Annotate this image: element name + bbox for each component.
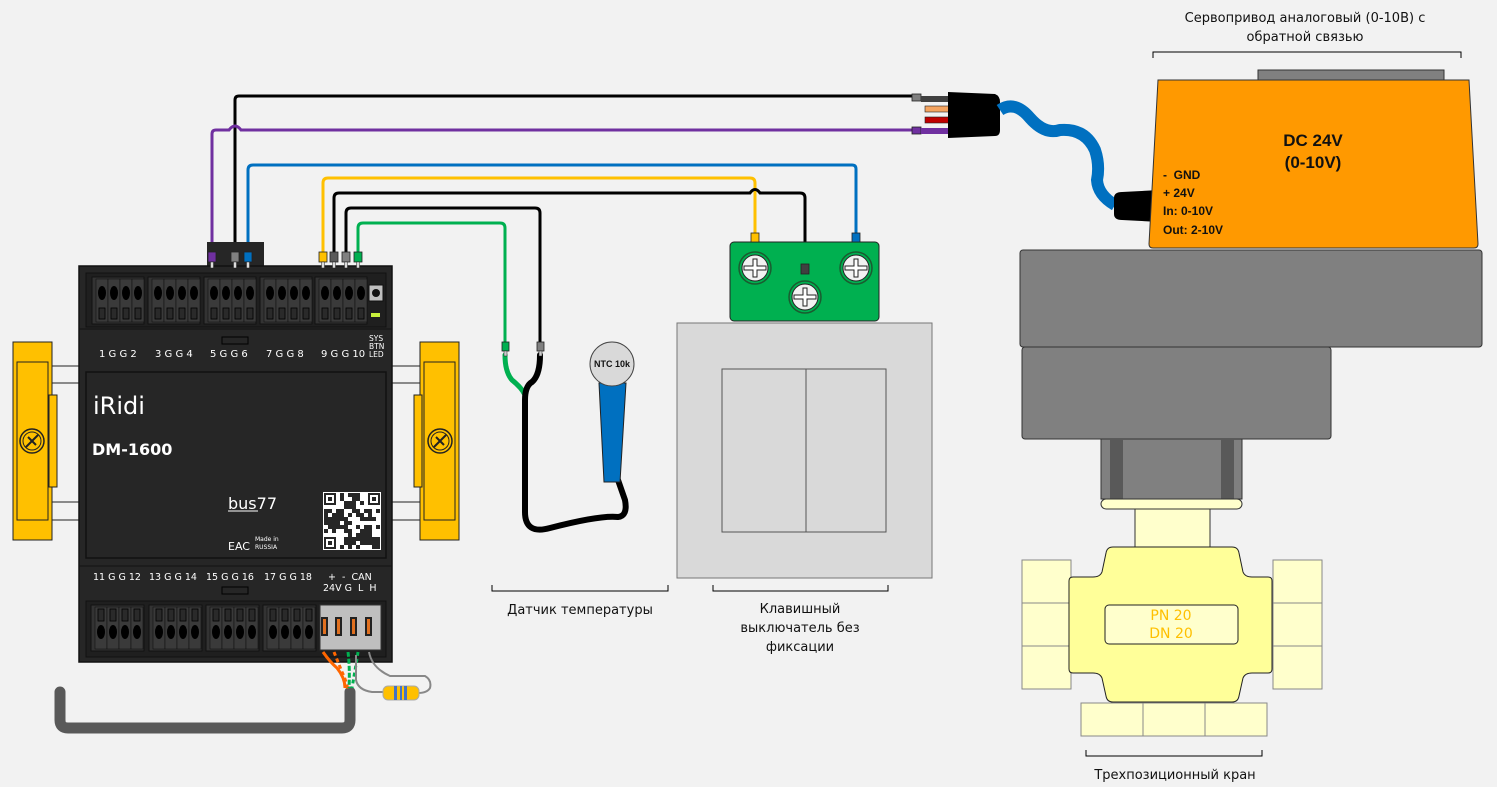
bottom-terminal-label: 17 G G 18 xyxy=(264,572,312,583)
wire-yellow-switch xyxy=(321,176,757,255)
terminal-block[interactable] xyxy=(205,604,260,652)
wire-purple-actuator-in xyxy=(210,124,915,255)
power-label-bottom: 24V G L H xyxy=(323,583,376,594)
switch-ferrules xyxy=(750,232,861,275)
switch-caption-line1: Клавишный xyxy=(760,602,841,617)
termination-resistor-icon xyxy=(382,685,420,701)
wall-switch xyxy=(676,322,933,579)
hex-nut xyxy=(1021,559,1072,604)
status-label-sys: SYS xyxy=(369,334,383,343)
actuator-pin-24v: + 24V xyxy=(1163,186,1195,200)
terminal-block[interactable] xyxy=(262,604,317,652)
switch-bracket xyxy=(712,585,889,592)
ferrule xyxy=(341,251,351,269)
terminal-block[interactable] xyxy=(314,276,368,325)
bottom-terminal-label: 15 G G 16 xyxy=(206,572,254,583)
hex-nut xyxy=(1021,645,1072,690)
sensor-caption: Датчик температуры xyxy=(507,603,653,618)
valve-caption: Трехпозиционный кран xyxy=(1093,768,1255,783)
actuator-body: DC 24V (0-10V) - GND + 24V In: 0-10V Out… xyxy=(1148,69,1479,249)
qr-code xyxy=(323,492,381,550)
ferrule xyxy=(230,251,240,269)
ferrule xyxy=(207,251,217,269)
terminal-block[interactable] xyxy=(148,604,203,652)
bus-logo: bus77 xyxy=(228,494,277,513)
status-led xyxy=(371,313,380,317)
actuator-caption-line1: Сервопривод аналоговый (0-10В) с xyxy=(1185,11,1426,26)
switch-caption-line2: выключатель без xyxy=(740,621,859,636)
actuator-mount xyxy=(1019,249,1483,548)
sensor-bracket xyxy=(491,585,669,592)
wire-black-actuator-gnd xyxy=(233,94,915,255)
screw-icon xyxy=(788,280,822,314)
wire-green-sensor xyxy=(356,221,507,342)
sensor-ferrules xyxy=(501,341,545,357)
power-can-cable xyxy=(54,651,432,734)
sys-button[interactable] xyxy=(368,284,384,302)
bottom-label-slot xyxy=(221,586,249,595)
ferrule xyxy=(329,251,339,269)
hex-nut xyxy=(1142,702,1206,737)
hex-nut xyxy=(1204,702,1268,737)
hex-nut xyxy=(1021,602,1072,647)
sensor-label: NTC 10k xyxy=(594,359,631,369)
valve-dn-label: DN 20 xyxy=(1149,626,1193,642)
wire-black-switch-common xyxy=(332,188,807,300)
actuator-title-line2: (0-10V) xyxy=(1285,153,1342,172)
terminal-block[interactable] xyxy=(259,276,313,325)
valve-bracket xyxy=(1085,750,1263,757)
ntc-sensor-probe: NTC 10k xyxy=(589,341,635,483)
terminal-block[interactable] xyxy=(147,276,201,325)
top-terminal-label: 1 G G 2 xyxy=(99,349,137,360)
terminal-block[interactable] xyxy=(91,276,145,325)
screw-icon xyxy=(839,251,873,285)
actuator-pin-gnd: - GND xyxy=(1163,168,1201,182)
actuator-bracket xyxy=(1152,51,1462,58)
switch-caption-line3: фиксации xyxy=(766,640,834,655)
top-label-slot xyxy=(221,336,249,345)
three-way-valve: PN 20 DN 20 xyxy=(1021,546,1323,737)
eac-mark: EAC xyxy=(228,540,250,553)
valve-pn-label: PN 20 xyxy=(1150,608,1191,624)
wire-black-sensor xyxy=(344,206,542,342)
actuator-connector xyxy=(911,92,1160,222)
hex-nut xyxy=(1272,645,1323,690)
top-terminal-blocks xyxy=(91,276,368,325)
terminal-block[interactable] xyxy=(90,604,145,652)
actuator-caption-line2: обратной связью xyxy=(1247,30,1364,45)
hex-nut xyxy=(1272,559,1323,604)
actuator-pin-out: Out: 2-10V xyxy=(1163,223,1223,237)
ferrule xyxy=(243,251,253,269)
power-label-top: + - CAN xyxy=(328,572,372,583)
module-model: DM-1600 xyxy=(92,440,172,459)
bottom-terminal-blocks xyxy=(90,604,317,652)
hex-nut xyxy=(1272,602,1323,647)
made-in-label: Made in xyxy=(255,536,279,543)
top-terminal-label: 3 G G 4 xyxy=(155,349,193,360)
bottom-terminal-label: 11 G G 12 xyxy=(93,572,141,583)
terminal-block[interactable] xyxy=(203,276,257,325)
sensor-cable xyxy=(502,352,629,533)
screw-icon xyxy=(738,251,772,285)
module-brand: iRidi xyxy=(93,392,145,420)
status-label-led: LED xyxy=(369,350,384,359)
made-in-country: RUSSIA xyxy=(255,544,278,551)
ferrule xyxy=(318,251,328,269)
hex-nut xyxy=(1080,702,1144,737)
wire-ferrules xyxy=(207,251,363,269)
top-terminal-label: 9 G G 10 xyxy=(321,349,365,360)
din-clip-left xyxy=(12,341,80,541)
status-label-btn: BTN xyxy=(369,342,384,351)
wire-blue-switch xyxy=(246,163,858,255)
din-clip-right xyxy=(392,341,460,541)
actuator-title-line1: DC 24V xyxy=(1283,131,1343,150)
bottom-terminal-label: 13 G G 14 xyxy=(149,572,197,583)
top-terminal-label: 7 G G 8 xyxy=(266,349,304,360)
power-can-terminal[interactable] xyxy=(319,604,382,651)
ferrule xyxy=(353,251,363,269)
actuator-pin-in: In: 0-10V xyxy=(1163,204,1213,218)
switch-terminal-block xyxy=(729,241,880,322)
top-terminal-label: 5 G G 6 xyxy=(210,349,248,360)
